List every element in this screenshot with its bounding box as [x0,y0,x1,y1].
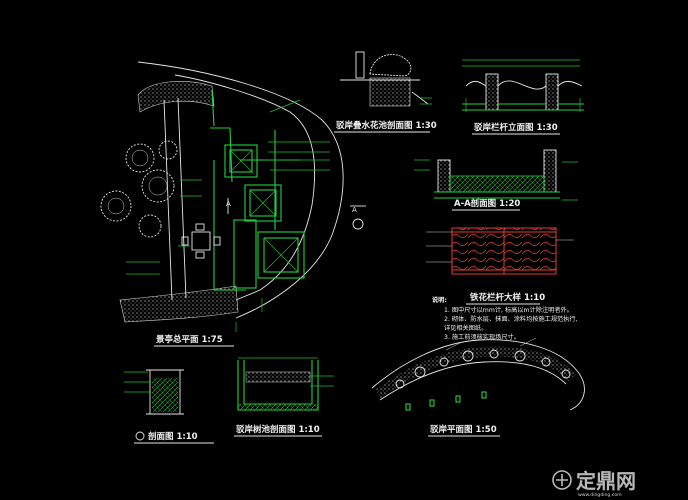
watermark: 定鼎网 www.dingding.com [552,469,636,498]
site-plan-title: 景亭总平面 1:75 [156,334,223,345]
aa-section-title: A-A剖面图 1:20 [454,198,520,209]
section-callout-circle [135,431,145,441]
notes-block: 说明: 1. 图中尺寸以mm计, 标高以m计除注明者外。 2. 砌体、防水层、抹… [432,296,578,341]
section-detail-view: 剖面图 1:10 [124,369,214,444]
section-detail-title: 剖面图 1:10 [148,431,198,442]
revetment-posts [405,391,487,411]
railing-elevation-view: 驳岸栏杆立面图 1:30 [462,59,584,135]
tree-symbols [100,140,178,238]
note-1: 1. 图中尺寸以mm计, 标高以m计除注明者外。 [444,306,573,314]
site-plan-view: A A 景亭总平面 1:75 [100,61,366,347]
railing-elevation-title: 驳岸栏杆立面图 1:30 [474,122,558,133]
upper-bank-texture [137,81,215,113]
notes-heading: 说明: [432,296,447,304]
pool-section-title: 驳岸叠水花池剖面图 1:30 [336,120,437,131]
iron-railing-detail-title: 铁花栏杆大样 1:10 [470,292,545,303]
compass-marker [352,218,364,230]
post [355,51,365,79]
watermark-logo [552,470,572,490]
pavilion-group [213,130,305,291]
revetment-plan-title: 驳岸平面图 1:50 [430,424,497,435]
section-mark-a-right: A [352,206,357,214]
revetment-plan-view: 驳岸平面图 1:50 [371,337,585,437]
tree-pool-section-view: 驳岸树池剖面图 1:10 [234,357,334,437]
table-and-chairs [181,223,221,259]
watermark-url: www.dingding.com [578,492,622,498]
site-boundary-curve [137,61,344,319]
lower-bank-texture [119,285,239,323]
plan-leaders [126,99,330,332]
pool-section-view: 驳岸叠水花池剖面图 1:30 [334,51,437,133]
iron-railing-detail-view: 铁花栏杆大样 1:10 [426,227,574,305]
watermark-text: 定鼎网 [576,469,636,493]
tree-pool-section-title: 驳岸树池剖面图 1:10 [236,424,320,435]
aa-section-view: A-A剖面图 1:20 [414,149,578,211]
revetment-rocks [395,349,571,389]
note-3: 详见相关图纸。 [444,324,487,332]
section-mark-a-left: A [226,200,231,208]
note-2: 2. 砌体、防水层、抹面、涂料均按施工规范执行, [444,315,578,323]
note-4: 3. 施工前须核实现场尺寸。 [444,333,520,341]
